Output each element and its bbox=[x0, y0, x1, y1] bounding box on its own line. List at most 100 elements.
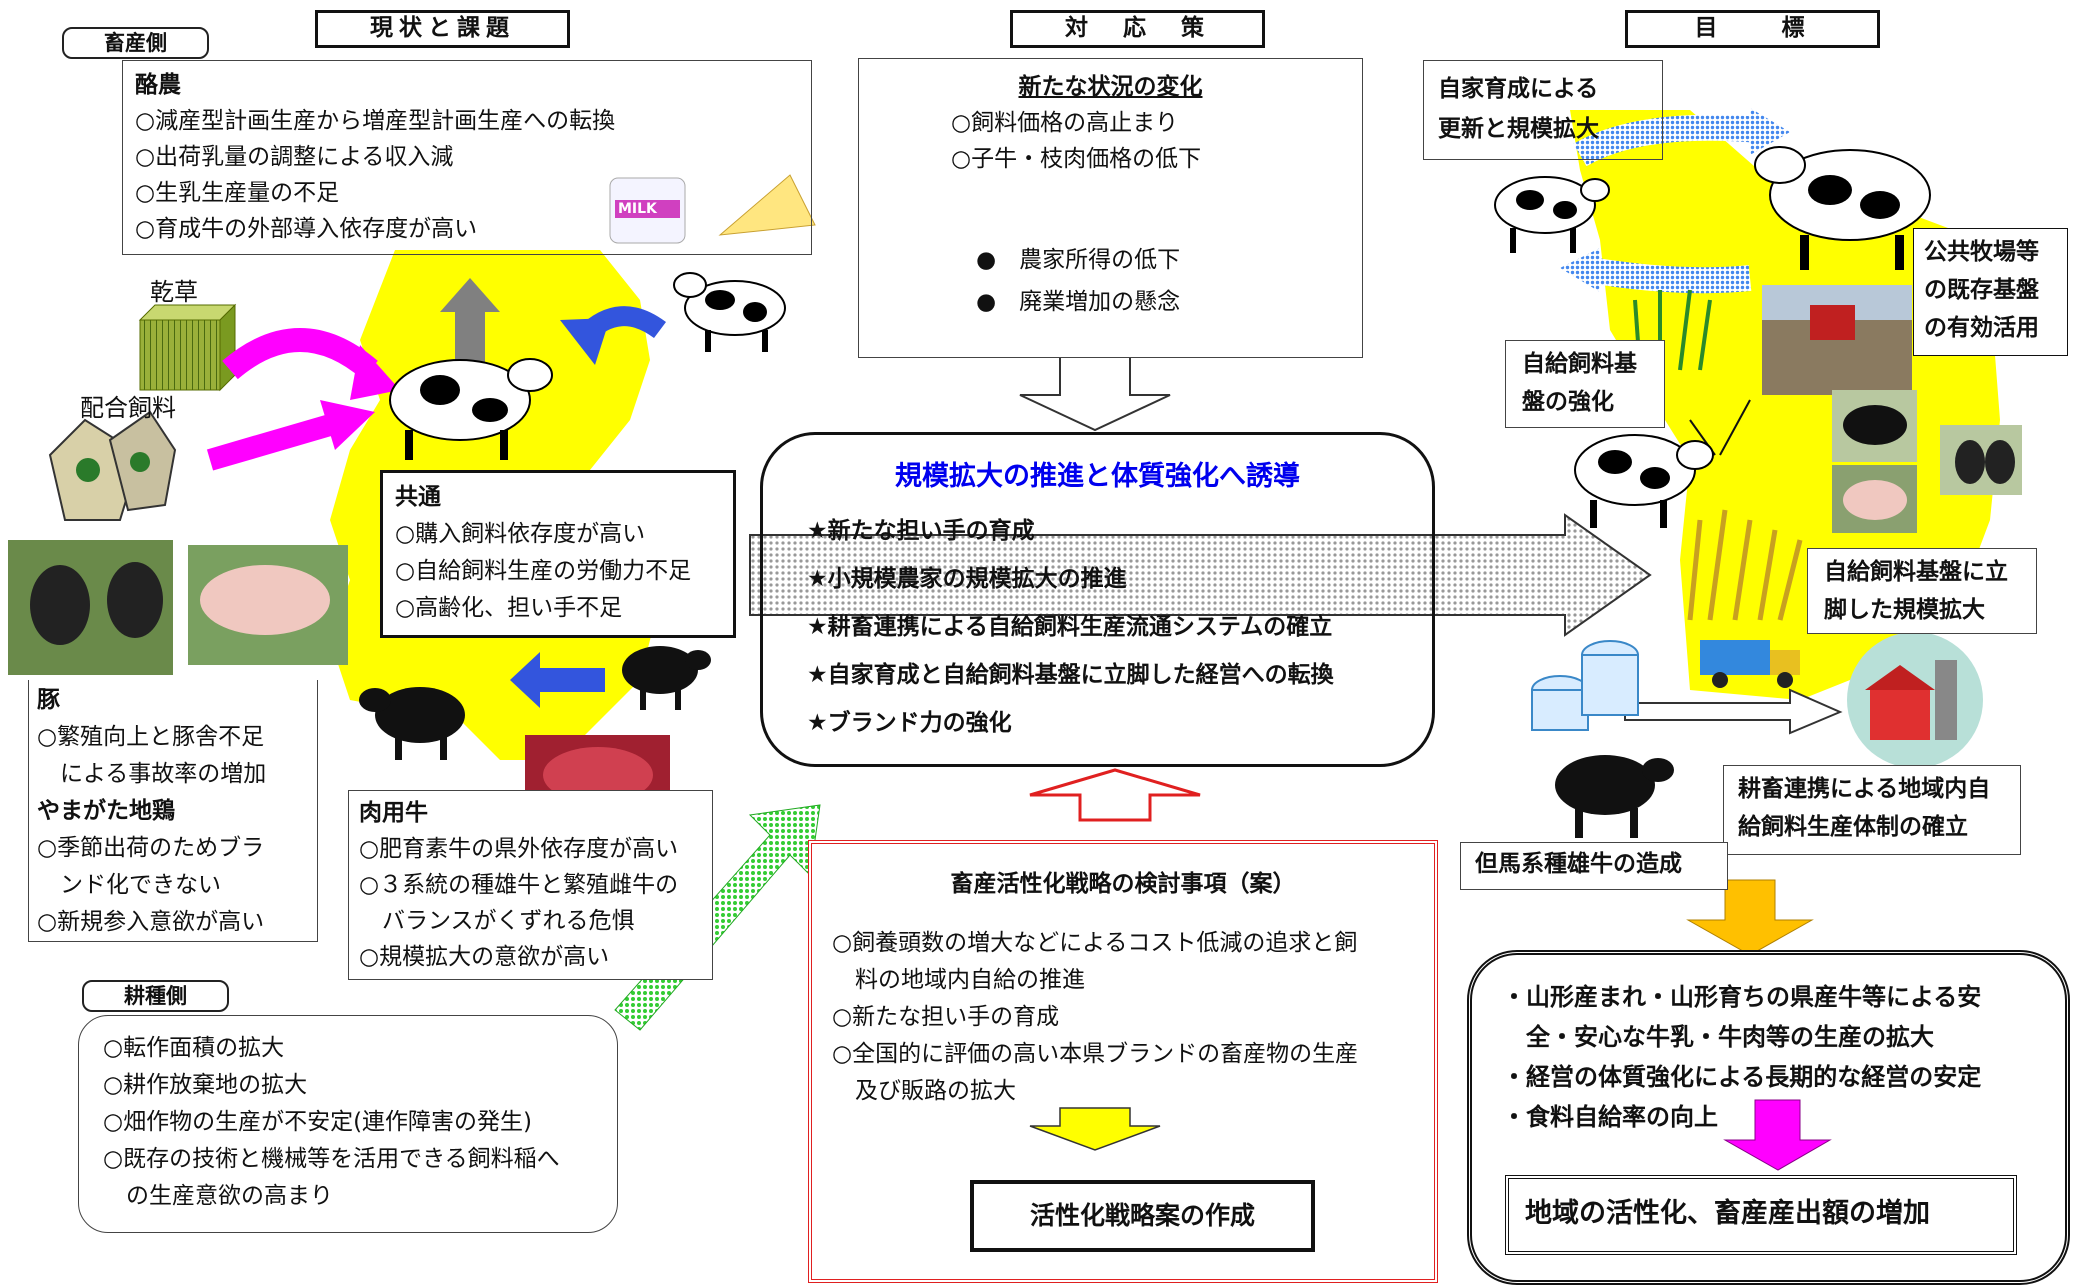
milk-label: MILK bbox=[618, 201, 657, 217]
situation-title: 新たな状況の変化 bbox=[1018, 74, 1203, 100]
dairy-box: 酪農 ○減産型計画生産から増産型計画生産への転換 ○出荷乳量の調整による収入減 … bbox=[122, 60, 812, 255]
holstein-cow-icon bbox=[1494, 176, 1610, 253]
chicken-line: ンド化できない bbox=[37, 872, 221, 898]
bullet-icon: ● bbox=[976, 289, 1020, 315]
goal-public-ranch: 公共牧場等 の既存基盤 の有効活用 bbox=[1913, 228, 2068, 356]
dairy-line: ○育成牛の外部導入依存度が高い bbox=[135, 216, 478, 242]
beef-line: ○肥育素牛の県外依存度が高い bbox=[359, 836, 679, 862]
situation-line: ○飼料価格の高止まり bbox=[951, 110, 1179, 136]
situation-bullet: ● 廃業増加の懸念 bbox=[976, 289, 1181, 315]
dotted-right-arrow bbox=[749, 513, 1652, 637]
goal-self-feed: 自給飼料基 盤の強化 bbox=[1505, 340, 1665, 428]
main-item: ★自家育成と自給飼料基盤に立脚した経営への転換 bbox=[807, 662, 1334, 688]
situation-box: 新たな状況の変化 ○飼料価格の高止まり ○子牛・枝肉価格の低下 ● 農家所得の低… bbox=[858, 58, 1363, 358]
tag-crop: 耕種側 bbox=[82, 980, 229, 1012]
chicken-line: ○季節出荷のためブラ bbox=[37, 835, 265, 861]
crop-line: ○既存の技術と機械等を活用できる飼料稲へ bbox=[103, 1146, 560, 1172]
hay-arrow bbox=[222, 328, 378, 380]
barn-icon bbox=[1847, 632, 1983, 768]
common-line: ○自給飼料生産の労働力不足 bbox=[395, 558, 692, 584]
dairy-line: ○生乳生産量の不足 bbox=[135, 180, 340, 206]
tag-livestock: 畜産側 bbox=[62, 27, 209, 59]
header-response: 対 応 策 bbox=[1010, 10, 1265, 48]
crop-box: ○転作面積の拡大 ○耕作放棄地の拡大 ○畑作物の生産が不安定(連作障害の発生) … bbox=[78, 1015, 618, 1233]
black-cattle-icon bbox=[622, 646, 711, 710]
hay-label: 乾草 bbox=[150, 278, 198, 306]
cheese-image bbox=[718, 174, 816, 236]
pig-line: による事故率の増加 bbox=[37, 761, 267, 787]
situation-bullet: ● 農家所得の低下 bbox=[976, 247, 1181, 273]
holstein-cow-icon bbox=[1574, 434, 1714, 528]
beef-line: ○規模拡大の意欲が高い bbox=[359, 944, 610, 970]
bullet-icon: ● bbox=[976, 247, 1020, 273]
dairy-title: 酪農 bbox=[135, 72, 181, 98]
feed-arrow bbox=[206, 414, 334, 471]
goal-scale-up: 自給飼料基盤に立 脚した規模拡大 bbox=[1807, 548, 2037, 634]
red-up-arrow bbox=[1029, 768, 1201, 822]
main-policy-box: 規模拡大の推進と体質強化へ誘導 ★新たな担い手の育成 ★小規模農家の規模拡大の推… bbox=[760, 432, 1435, 767]
common-box: 共通 ○購入飼料依存度が高い ○自給飼料生産の労働力不足 ○高齢化、担い手不足 bbox=[380, 470, 736, 638]
strategy-line: ○全国的に評価の高い本県ブランドの畜産物の生産 bbox=[832, 1041, 1359, 1067]
feed-bags-icon bbox=[48, 410, 177, 521]
gray-up-arrow bbox=[440, 278, 500, 365]
main-item: ★新たな担い手の育成 bbox=[807, 518, 1035, 544]
goal-home-rearing: 自家育成による 更新と規模拡大 bbox=[1423, 60, 1663, 160]
final-goal-box: 地域の活性化、畜産産出額の増加 bbox=[1505, 1175, 2017, 1255]
crop-line: ○畑作物の生産が不安定(連作障害の発生) bbox=[103, 1109, 533, 1135]
main-item: ★ブランド力の強化 bbox=[807, 710, 1012, 736]
common-line: ○高齢化、担い手不足 bbox=[395, 595, 623, 621]
strategy-title: 畜産活性化戦略の検討事項（案） bbox=[950, 871, 1296, 897]
crop-line: ○転作面積の拡大 bbox=[103, 1035, 285, 1061]
main-item: ★小規模農家の規模拡大の推進 bbox=[807, 566, 1127, 592]
outcome-line: 全・安心な牛乳・牛肉等の生産の拡大 bbox=[1502, 1023, 1934, 1051]
goal-tajima-bull: 但馬系種雄牛の造成 bbox=[1460, 842, 1728, 890]
holstein-cow-icon bbox=[673, 272, 786, 352]
pig-line: ○繁殖向上と豚舎不足 bbox=[37, 724, 265, 750]
pig-box: 豚 ○繁殖向上と豚舎不足 による事故率の増加 やまがた地鶏 ○季節出荷のためブラ… bbox=[28, 680, 318, 942]
rice-plant-icon bbox=[1687, 509, 1803, 621]
cycle-arrow-bottom bbox=[1587, 257, 1752, 294]
black-cattle-icon bbox=[1555, 755, 1674, 838]
hollow-down-arrow bbox=[1019, 351, 1171, 432]
dairy-line: ○出荷乳量の調整による収入減 bbox=[135, 144, 454, 170]
chicken-line: ○新規参入意欲が高い bbox=[37, 909, 265, 935]
strategy-result-box: 活性化戦略案の作成 bbox=[970, 1180, 1315, 1252]
orange-down-arrow bbox=[1686, 879, 1814, 956]
strategy-line: ○新たな担い手の育成 bbox=[832, 1004, 1060, 1030]
crop-line: ○耕作放棄地の拡大 bbox=[103, 1072, 308, 1098]
blue-left-arrow bbox=[510, 652, 605, 708]
cycle-arrow-top bbox=[1573, 114, 1762, 167]
hay-roll-icon bbox=[1531, 640, 1639, 731]
black-cattle-icon bbox=[359, 687, 465, 760]
header-goal: 目 標 bbox=[1625, 10, 1880, 48]
beef-line: バランスがくずれる危惧 bbox=[359, 908, 635, 934]
header-current: 現状と課題 bbox=[315, 10, 570, 48]
dairy-line: ○減産型計画生産から増産型計画生産への転換 bbox=[135, 108, 616, 134]
rice-plant-icon bbox=[1633, 289, 1712, 371]
strategy-line: ○飼養頭数の増大などによるコスト低減の追求と飼 bbox=[832, 930, 1358, 956]
holstein-cow-icon bbox=[389, 358, 553, 460]
common-line: ○購入飼料依存度が高い bbox=[395, 521, 646, 547]
outcome-line: ・山形産まれ・山形育ちの県産牛等による安 bbox=[1502, 983, 1982, 1011]
holstein-cow-icon bbox=[1754, 146, 1931, 270]
common-title: 共通 bbox=[395, 484, 441, 510]
hollow-right-arrow bbox=[1624, 688, 1843, 735]
pig-title: 豚 bbox=[37, 687, 60, 713]
crop-line: の生産意欲の高まり bbox=[103, 1183, 333, 1209]
strategy-line: 料の地域内自給の推進 bbox=[832, 967, 1085, 993]
beef-box: 肉用牛 ○肥育素牛の県外依存度が高い ○３系統の種雄牛と繁殖雌牛の バランスがく… bbox=[348, 790, 713, 980]
situation-line: ○子牛・枝肉価格の低下 bbox=[951, 146, 1202, 172]
beef-title: 肉用牛 bbox=[359, 800, 428, 826]
goal-regional-feed: 耕畜連携による地域内自 給飼料生産体制の確立 bbox=[1723, 765, 2021, 855]
chicken-title: やまがた地鶏 bbox=[37, 798, 175, 824]
hay-bale-icon bbox=[138, 303, 237, 392]
compound-feed-label: 配合飼料 bbox=[80, 394, 176, 422]
main-item: ★耕畜連携による自給飼料生産流通システムの確立 bbox=[807, 614, 1333, 640]
dump-truck-icon bbox=[1700, 640, 1800, 688]
main-title: 規模拡大の推進と体質強化へ誘導 bbox=[895, 461, 1300, 492]
beef-line: ○３系統の種雄牛と繁殖雌牛の bbox=[359, 872, 679, 898]
strategy-line: 及び販路の拡大 bbox=[832, 1078, 1016, 1104]
outcome-line: ・経営の体質強化による長期的な経営の安定 bbox=[1502, 1063, 1982, 1091]
outcome-line: ・食料自給率の向上 bbox=[1502, 1103, 1718, 1131]
